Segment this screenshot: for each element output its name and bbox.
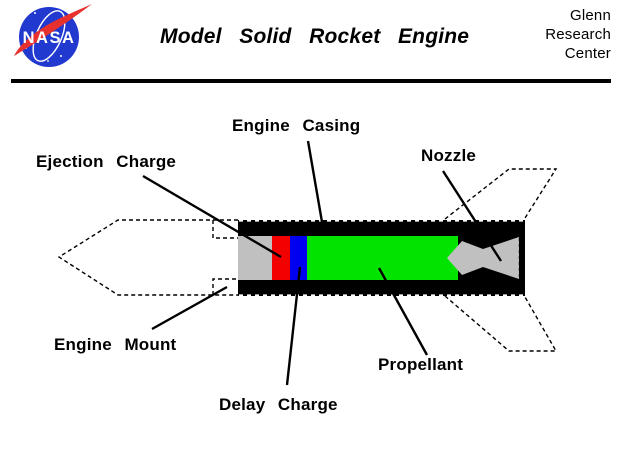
propellant-leader bbox=[377, 267, 429, 356]
fin-top-outline bbox=[444, 168, 558, 220]
org-line-2: Research bbox=[545, 26, 611, 43]
engine-mount-label: Engine Mount bbox=[54, 335, 177, 354]
org-line-3: Center bbox=[564, 45, 611, 62]
engine-mount-step-bottom bbox=[212, 278, 238, 295]
ejection-charge-label: Ejection Charge bbox=[36, 152, 177, 171]
delay-charge-label: Delay Charge bbox=[219, 395, 338, 414]
ejection-charge bbox=[272, 236, 290, 280]
engine-casing-leader bbox=[306, 140, 324, 223]
engine-casing-label: Engine Casing bbox=[232, 116, 361, 135]
nasa-logo-wordmark: NASA bbox=[23, 29, 76, 47]
engine-mount-step-top bbox=[212, 220, 238, 239]
nozzle-label: Nozzle bbox=[421, 146, 477, 165]
engine-mount-leader bbox=[151, 285, 228, 331]
rocket-body-outline bbox=[57, 219, 238, 296]
page-title: Model Solid Rocket Engine bbox=[160, 25, 470, 48]
org-name: Glenn Research Center bbox=[545, 6, 611, 63]
end-cap bbox=[238, 236, 272, 280]
nozzle-leader bbox=[441, 170, 503, 262]
nasa-logo-orbit bbox=[32, 10, 66, 62]
nasa-logo-swoosh bbox=[14, 4, 92, 56]
delay-charge-leader bbox=[285, 266, 302, 386]
nozzle bbox=[447, 237, 519, 279]
fin-bottom-outline bbox=[444, 295, 558, 352]
propellant-label: Propellant bbox=[378, 355, 464, 374]
nasa-logo: NASA bbox=[14, 4, 92, 67]
org-line-1: Glenn bbox=[569, 7, 611, 24]
delay-charge bbox=[290, 236, 307, 280]
header-divider bbox=[11, 79, 611, 83]
ejection-charge-leader bbox=[142, 174, 282, 259]
